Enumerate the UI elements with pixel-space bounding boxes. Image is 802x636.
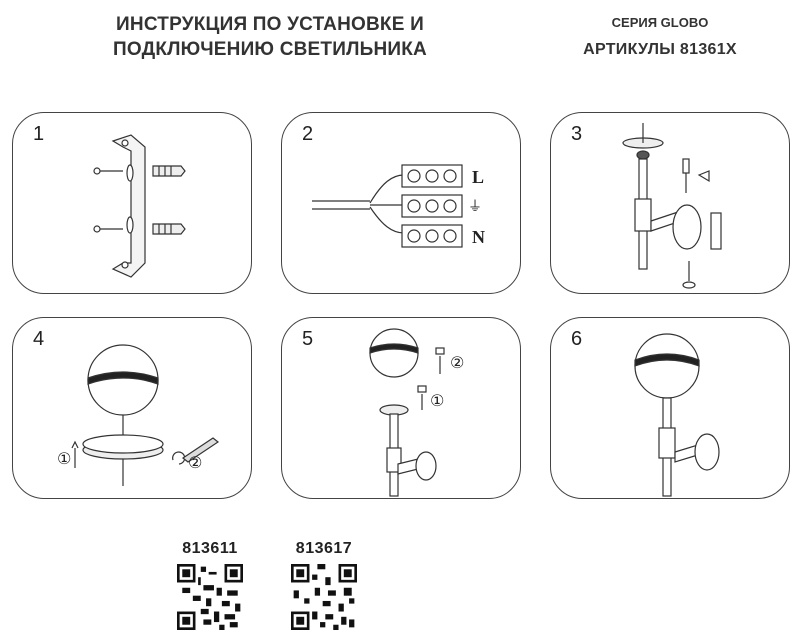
terminal-label-live: L <box>472 167 484 187</box>
assembled-lamp-illustration <box>634 333 720 497</box>
qr-article-label: 813617 <box>295 540 353 557</box>
page-title: ИНСТРУКЦИЯ ПО УСТАНОВКЕ И ПОДКЛЮЧЕНИЮ СВ… <box>70 12 470 62</box>
step-2-panel: 2 L ⏚ N <box>281 112 521 294</box>
lamp-mount-illustration <box>622 123 722 289</box>
order-mark-first: ① <box>430 393 444 410</box>
series-name: СЕРИЯ GLOBO <box>611 15 709 30</box>
title-line-2: ПОДКЛЮЧЕНИЮ СВЕТИЛЬНИКА <box>113 39 427 60</box>
step-1-panel: 1 <box>12 112 252 294</box>
terminal-block-illustration: L ⏚ N <box>312 164 485 248</box>
step-number: 4 <box>33 328 45 350</box>
step-3-panel: 3 <box>550 112 790 294</box>
step-number: 6 <box>571 328 583 350</box>
qr-code-icon <box>177 564 243 630</box>
series-block: СЕРИЯ GLOBO АРТИКУЛЫ 81361X <box>560 14 760 62</box>
shade-assembly-illustration: ② ① <box>369 328 464 497</box>
terminal-label-neutral: N <box>472 227 485 247</box>
qr-block-813611: 813611 <box>170 540 250 630</box>
article-numbers: АРТИКУЛЫ 81361X <box>583 41 737 58</box>
terminal-label-ground: ⏚ <box>468 199 482 215</box>
step-4-panel: 4 ① ② <box>12 317 252 499</box>
order-mark-second: ② <box>188 455 202 472</box>
order-mark-second: ② <box>450 355 464 372</box>
step-5-panel: 5 ② ① <box>281 317 521 499</box>
step-number: 3 <box>571 123 583 145</box>
step-6-panel: 6 <box>550 317 790 499</box>
qr-block-813617: 813617 <box>284 540 364 630</box>
step-number: 2 <box>302 123 314 145</box>
qr-article-label: 813611 <box>182 540 238 557</box>
mounting-bracket-illustration <box>93 134 186 278</box>
step-number: 1 <box>33 123 45 145</box>
qr-code-icon <box>291 564 357 630</box>
shade-ring-illustration: ① ② <box>57 344 220 486</box>
step-number: 5 <box>302 328 314 350</box>
title-line-1: ИНСТРУКЦИЯ ПО УСТАНОВКЕ И <box>116 14 424 35</box>
order-mark-first: ① <box>57 451 71 468</box>
